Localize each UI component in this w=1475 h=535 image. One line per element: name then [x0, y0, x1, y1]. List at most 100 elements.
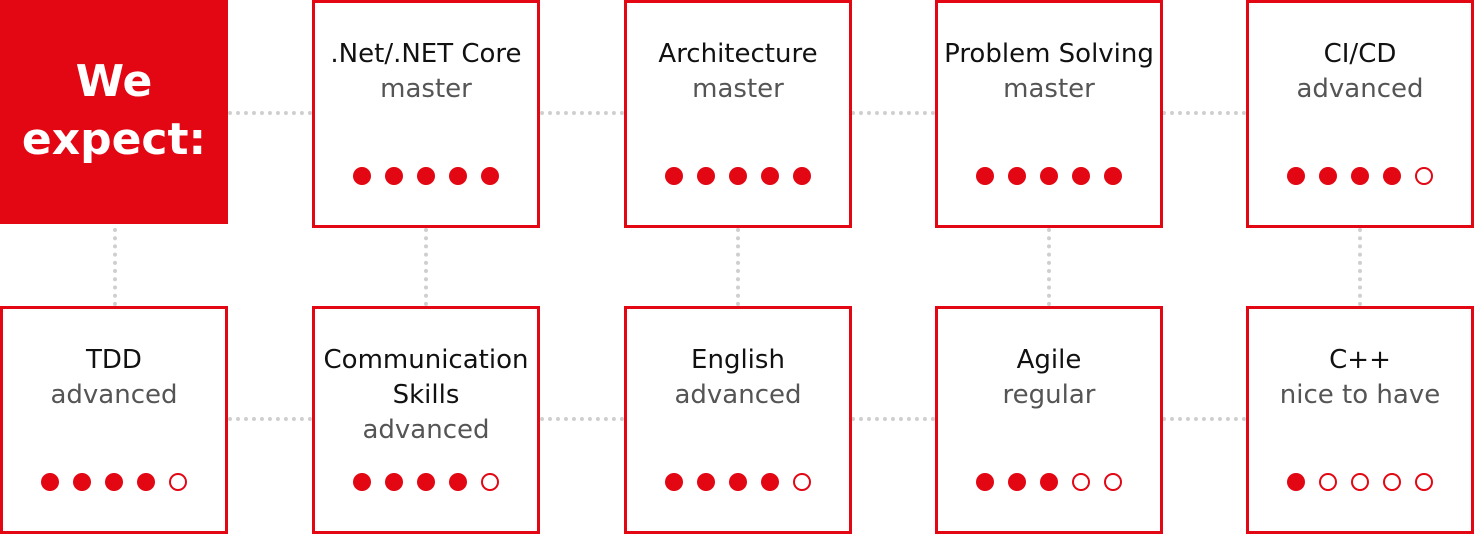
rating-dots: [1249, 167, 1471, 185]
skill-level: advanced: [50, 380, 178, 410]
rating-dot-empty: [1104, 473, 1122, 491]
rating-dots: [938, 167, 1160, 185]
skill-card: CI/CD advanced: [1246, 0, 1474, 228]
skill-title: Communication: [323, 345, 529, 375]
rating-dot-filled: [481, 167, 499, 185]
rating-dot-filled: [793, 167, 811, 185]
skill-title: CI/CD: [1323, 39, 1397, 69]
connector: [851, 417, 935, 421]
we-expect-box: We expect:: [0, 0, 228, 224]
rating-dot-empty: [1351, 473, 1369, 491]
connector: [736, 228, 740, 306]
skill-level: master: [380, 74, 472, 104]
rating-dot-filled: [417, 473, 435, 491]
skill-level: regular: [1002, 380, 1096, 410]
skill-text: Architecture master: [627, 37, 849, 107]
skill-level: advanced: [1296, 74, 1424, 104]
skill-text: English advanced: [627, 343, 849, 413]
connector: [540, 417, 624, 421]
rating-dots: [627, 167, 849, 185]
heading-line: expect:: [21, 114, 207, 165]
connector: [424, 228, 428, 306]
rating-dot-filled: [761, 473, 779, 491]
skill-level: advanced: [674, 380, 802, 410]
heading-line: We: [75, 56, 153, 107]
rating-dot-filled: [105, 473, 123, 491]
rating-dot-filled: [137, 473, 155, 491]
rating-dots: [1249, 473, 1471, 491]
rating-dot-filled: [417, 167, 435, 185]
rating-dot-filled: [976, 473, 994, 491]
skill-level: nice to have: [1279, 380, 1441, 410]
skill-title: .Net/.NET Core: [330, 39, 522, 69]
connector: [228, 111, 312, 115]
skill-title: TDD: [86, 345, 142, 375]
skill-level: advanced: [362, 415, 490, 445]
rating-dot-filled: [761, 167, 779, 185]
rating-dot-filled: [385, 473, 403, 491]
skill-card: Problem Solving master: [935, 0, 1163, 228]
rating-dots: [627, 473, 849, 491]
rating-dot-filled: [41, 473, 59, 491]
rating-dot-filled: [697, 473, 715, 491]
skill-card: English advanced: [624, 306, 852, 534]
skill-text: C++ nice to have: [1249, 343, 1471, 413]
skill-level: master: [1003, 74, 1095, 104]
rating-dot-filled: [1319, 167, 1337, 185]
skill-text: Problem Solving master: [938, 37, 1160, 107]
rating-dot-filled: [1351, 167, 1369, 185]
rating-dot-filled: [976, 167, 994, 185]
rating-dot-empty: [1319, 473, 1337, 491]
rating-dot-filled: [665, 167, 683, 185]
skill-title: Architecture: [658, 39, 818, 69]
connector: [113, 228, 117, 306]
skill-title: C++: [1329, 345, 1391, 375]
connector: [851, 111, 935, 115]
rating-dot-filled: [73, 473, 91, 491]
rating-dot-filled: [1008, 167, 1026, 185]
rating-dots: [938, 473, 1160, 491]
skill-title: Skills: [392, 380, 460, 410]
rating-dot-filled: [1008, 473, 1026, 491]
skill-title: Agile: [1016, 345, 1082, 375]
we-expect-heading: We expect:: [22, 53, 206, 169]
rating-dot-filled: [1104, 167, 1122, 185]
connector: [1162, 417, 1246, 421]
rating-dot-filled: [1287, 167, 1305, 185]
rating-dot-filled: [729, 473, 747, 491]
rating-dot-empty: [481, 473, 499, 491]
skill-text: CI/CD advanced: [1249, 37, 1471, 107]
rating-dot-filled: [385, 167, 403, 185]
rating-dot-filled: [1040, 167, 1058, 185]
skill-level: master: [692, 74, 784, 104]
skill-text: .Net/.NET Core master: [315, 37, 537, 107]
rating-dot-empty: [1415, 167, 1433, 185]
connector: [228, 417, 312, 421]
skill-card: Agile regular: [935, 306, 1163, 534]
skill-card: .Net/.NET Core master: [312, 0, 540, 228]
rating-dot-empty: [169, 473, 187, 491]
rating-dot-filled: [1040, 473, 1058, 491]
connector: [540, 111, 624, 115]
rating-dot-filled: [665, 473, 683, 491]
rating-dot-filled: [729, 167, 747, 185]
rating-dots: [3, 473, 225, 491]
connector: [1162, 111, 1246, 115]
skill-title: English: [691, 345, 785, 375]
rating-dot-filled: [1383, 167, 1401, 185]
rating-dot-empty: [1072, 473, 1090, 491]
rating-dot-filled: [353, 167, 371, 185]
rating-dot-empty: [793, 473, 811, 491]
rating-dot-filled: [697, 167, 715, 185]
rating-dot-filled: [449, 167, 467, 185]
skill-text: Agile regular: [938, 343, 1160, 413]
rating-dots: [315, 473, 537, 491]
rating-dot-filled: [353, 473, 371, 491]
skill-text: TDD advanced: [3, 343, 225, 413]
skill-card: TDD advanced: [0, 306, 228, 534]
skill-title: Problem Solving: [944, 39, 1154, 69]
skill-card: C++ nice to have: [1246, 306, 1474, 534]
rating-dot-empty: [1383, 473, 1401, 491]
